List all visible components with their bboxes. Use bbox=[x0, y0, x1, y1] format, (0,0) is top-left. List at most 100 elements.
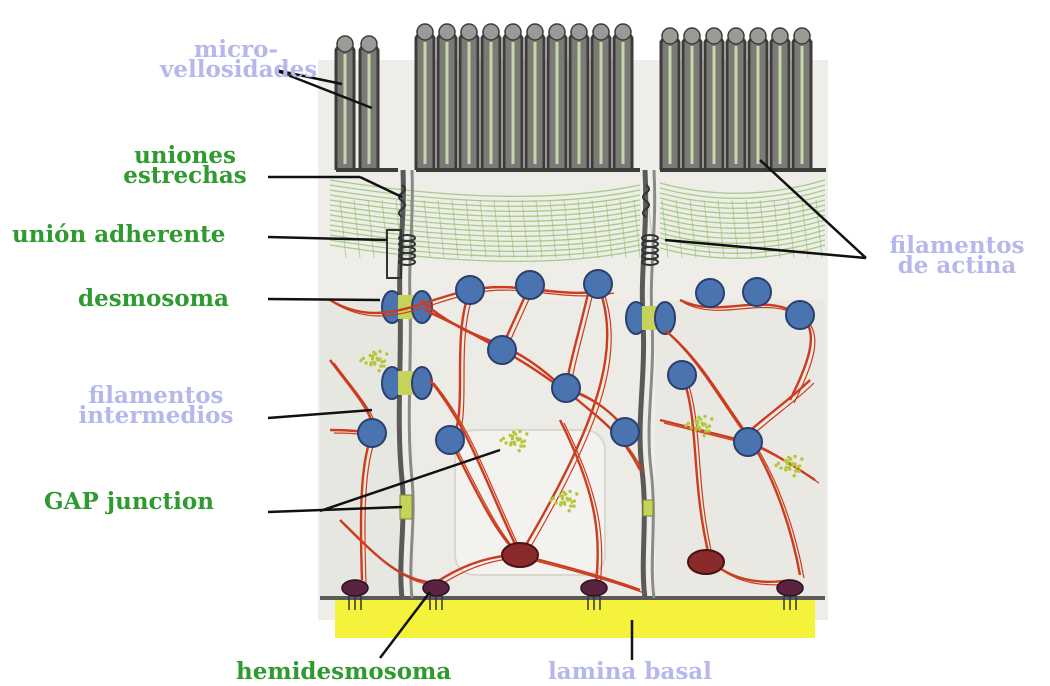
connexon-dot bbox=[573, 499, 576, 502]
connexon-dot bbox=[792, 474, 795, 477]
connexon-dot bbox=[698, 427, 701, 430]
microvillus-tip bbox=[706, 28, 722, 44]
keratin-anchor bbox=[668, 361, 696, 389]
microvillus-tip bbox=[728, 28, 744, 44]
connexon-dot bbox=[378, 350, 381, 353]
connexon-dot bbox=[794, 469, 797, 472]
connexon-dot bbox=[708, 424, 711, 427]
label-adherens-junction: unión adherente bbox=[12, 225, 225, 245]
desmosome-2 bbox=[382, 367, 432, 399]
keratin-anchor bbox=[743, 278, 771, 306]
connexon-dot bbox=[575, 492, 578, 495]
connexon-dot bbox=[793, 455, 796, 458]
connexon-dot bbox=[696, 422, 699, 425]
connexon-dot bbox=[568, 490, 571, 493]
microvillus-tip bbox=[794, 28, 810, 44]
keratin-anchor bbox=[734, 428, 762, 456]
connexon-dot bbox=[518, 437, 521, 440]
connexon-dot bbox=[554, 501, 557, 504]
connexon-dot bbox=[798, 464, 801, 467]
connexon-dot bbox=[509, 434, 512, 437]
connexon-dot bbox=[784, 468, 787, 471]
connexon-dot bbox=[369, 363, 372, 366]
connexon-dot bbox=[364, 361, 367, 364]
connexon-dot bbox=[509, 443, 512, 446]
connexon-dot bbox=[383, 359, 386, 362]
filament-plaque bbox=[688, 550, 724, 574]
label-hemidesmosome: hemidesmosoma bbox=[236, 662, 451, 682]
connexon-dot bbox=[700, 422, 703, 425]
connexon-dot bbox=[515, 437, 518, 440]
microvillus-tip bbox=[662, 28, 678, 44]
microvillus-tip bbox=[505, 24, 521, 40]
microvillus-tip bbox=[684, 28, 700, 44]
connexon-dot bbox=[504, 441, 507, 444]
connexon-dot bbox=[800, 457, 803, 460]
connexon-dot bbox=[512, 431, 515, 434]
connexon-dot bbox=[523, 439, 526, 442]
connexon-dot bbox=[519, 444, 522, 447]
connexon-dot bbox=[378, 357, 381, 360]
connexon-dot bbox=[567, 509, 570, 512]
connexon-dot bbox=[549, 499, 552, 502]
keratin-anchor bbox=[584, 270, 612, 298]
connexon-dot bbox=[689, 426, 692, 429]
keratin-anchor bbox=[436, 426, 464, 454]
microvillus-tip bbox=[772, 28, 788, 44]
cytoplasm-left bbox=[320, 300, 400, 600]
connexon-dot bbox=[511, 437, 514, 440]
connexon-dot bbox=[375, 357, 378, 360]
connexon-dot bbox=[522, 444, 525, 447]
keratin-anchor bbox=[786, 301, 814, 329]
connexon-dot bbox=[379, 364, 382, 367]
connexon-dot bbox=[565, 497, 568, 500]
desmosome-3 bbox=[626, 302, 675, 334]
keratin-anchor bbox=[611, 418, 639, 446]
microvillus-tip bbox=[593, 24, 609, 40]
microvillus-tip bbox=[549, 24, 565, 40]
connexon-dot bbox=[703, 415, 706, 418]
keratin-anchor bbox=[358, 419, 386, 447]
connexon-dot bbox=[559, 494, 562, 497]
connexon-dot bbox=[372, 351, 375, 354]
connexon-dot bbox=[797, 469, 800, 472]
connexon-dot bbox=[786, 462, 789, 465]
leader-desmosome bbox=[268, 299, 380, 300]
keratin-anchor bbox=[552, 374, 580, 402]
connexon-dot bbox=[369, 354, 372, 357]
connexon-dot bbox=[703, 422, 706, 425]
connexon-dot bbox=[373, 362, 376, 365]
connexon-dot bbox=[697, 416, 700, 419]
connexon-dot bbox=[385, 352, 388, 355]
connexon-dot bbox=[774, 464, 777, 467]
microvillus-tip bbox=[615, 24, 631, 40]
basal-lamina-band bbox=[335, 600, 815, 638]
keratin-anchor bbox=[488, 336, 516, 364]
label-actin-filaments: filamentos de actina bbox=[872, 236, 1042, 276]
connexon-dot bbox=[563, 502, 566, 505]
connexon-dot bbox=[562, 491, 565, 494]
connexon-dot bbox=[784, 459, 787, 462]
hemidesmosome-plaque bbox=[777, 580, 803, 596]
connexon-dot bbox=[513, 442, 516, 445]
connexon-dot bbox=[704, 429, 707, 432]
filament-plaque bbox=[502, 543, 538, 567]
microvillus-tip bbox=[461, 24, 477, 40]
gap-junction-right bbox=[643, 500, 653, 516]
connexon-dot bbox=[371, 357, 374, 360]
keratin-anchor bbox=[696, 279, 724, 307]
connexon-dot bbox=[559, 503, 562, 506]
label-tight-junctions: uniones estrechas bbox=[100, 146, 270, 186]
connexon-dot bbox=[787, 456, 790, 459]
hemidesmosome-plaque bbox=[581, 580, 607, 596]
label-gap-junction: GAP junction bbox=[44, 492, 214, 512]
hemidesmosome-plaque bbox=[342, 580, 368, 596]
label-microvilli: micro- vellosidades bbox=[160, 40, 278, 80]
hemidesmosome-plaque bbox=[423, 580, 449, 596]
label-intermediate-filaments: filamentos intermedios bbox=[56, 386, 256, 426]
microvillus-tip bbox=[439, 24, 455, 40]
connexon-dot bbox=[684, 424, 687, 427]
connexon-dot bbox=[518, 430, 521, 433]
